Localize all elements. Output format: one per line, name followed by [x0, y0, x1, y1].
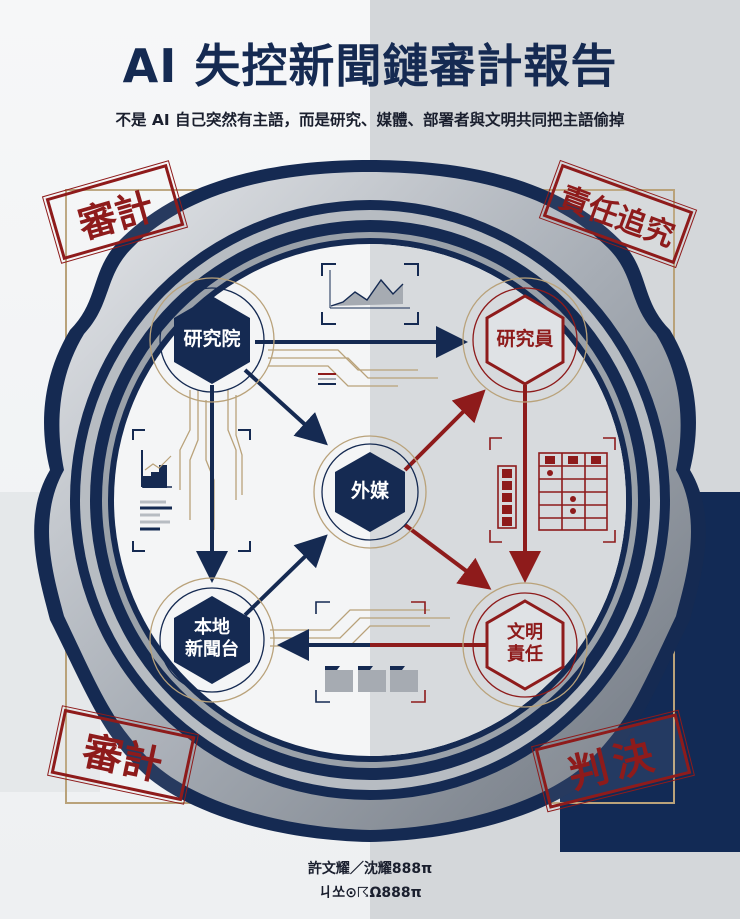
node-local-news-line1: 本地 — [194, 617, 230, 638]
page-subtitle: 不是 AI 自己突然有主語，而是研究、媒體、部署者與文明共同把主語偷掉 — [115, 111, 625, 129]
credits-line1: 許文耀／沈耀888π — [307, 861, 433, 877]
node-rings — [149, 277, 588, 708]
node-local-news-hex — [174, 596, 250, 684]
folders-widget-bottom — [315, 601, 426, 703]
chart-widget-top — [318, 263, 419, 385]
node-local-news-line2: 新聞台 — [185, 638, 239, 660]
node-institute: 研究院 — [183, 328, 241, 350]
node-civilization-hex — [485, 599, 565, 691]
node-institute-hex — [174, 296, 250, 384]
hexagon-nodes — [174, 294, 565, 691]
node-researcher: 研究員 — [496, 328, 554, 350]
node-foreign-media: 外媒 — [350, 480, 389, 502]
node-civilization: 文明 責任 — [485, 622, 565, 665]
page-title: AI 失控新聞鏈審計報告 — [122, 39, 618, 93]
credits-line2: ㄐ쏘⊙☈Ω888π — [318, 885, 422, 901]
node-researcher-hex — [485, 294, 565, 386]
node-civilization-line2: 責任 — [507, 643, 543, 665]
chart-widget-left — [132, 429, 251, 552]
node-local-news: 本地 新聞台 — [172, 617, 252, 660]
node-civilization-line1: 文明 — [507, 622, 543, 643]
node-foreign-media-hex — [335, 452, 405, 532]
table-widget-right — [489, 437, 616, 543]
